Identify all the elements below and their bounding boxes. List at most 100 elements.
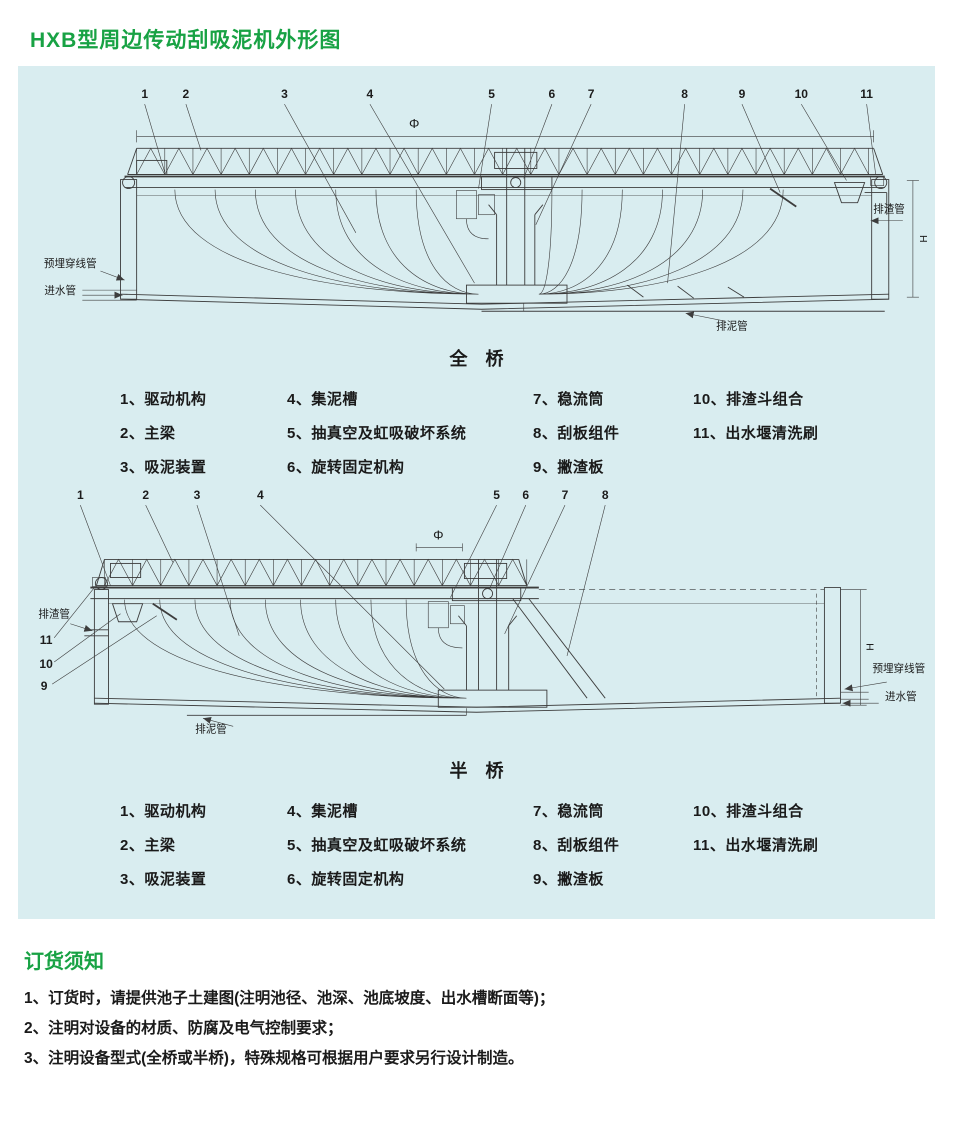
legend-item-1: 1、驱动机构 — [120, 391, 207, 409]
diameter-dimension: Φ — [136, 116, 874, 143]
inlet-pipe-text: 进水管 — [885, 691, 917, 704]
legend-item-9: 9、撇渣板 — [533, 870, 604, 888]
callout-11: 11 — [40, 633, 53, 647]
center-column-assembly — [456, 148, 568, 304]
drive-mechanism — [122, 159, 888, 190]
legend-item-8: 8、刮板组件 — [533, 836, 620, 854]
conduit-label: 预埋穿线管 — [44, 257, 125, 281]
legend-item-1: 1、驱动机构 — [120, 802, 207, 820]
tank-walls — [93, 587, 841, 714]
callout-2: 2 — [183, 87, 190, 101]
order-notes: 1、订货时，请提供池子土建图(注明池径、池深、池底坡度、出水槽断面等)； 2、注… — [24, 984, 953, 1074]
full-bridge-drawing: 1 2 3 4 5 6 7 8 9 10 11 — [44, 87, 929, 332]
callout-10: 10 — [795, 87, 809, 101]
callout-4: 4 — [257, 488, 264, 502]
half-bridge-caption: 半桥 — [449, 760, 522, 781]
diameter-label: Φ — [433, 528, 443, 543]
callout-1: 1 — [141, 87, 148, 101]
bridge-deck — [124, 175, 885, 189]
full-bridge-caption: 全桥 — [449, 349, 522, 370]
legend-column-4: 10、排渣斗组合 11、出水堰清洗刷 — [693, 383, 933, 485]
height-dimension: H — [840, 589, 877, 706]
legend-item-3: 3、吸泥装置 — [120, 459, 207, 477]
height-text: H — [918, 235, 929, 243]
page-title: HXB型周边传动刮吸泥机外形图 — [30, 29, 342, 52]
callout-7: 7 — [588, 87, 595, 101]
weir-brush — [870, 176, 885, 186]
legend-item-10: 10、排渣斗组合 — [693, 391, 804, 409]
diameter-dimension: Φ — [415, 528, 463, 552]
sludge-pipe-label: 排泥管 — [186, 708, 467, 736]
callout-5: 5 — [488, 87, 495, 101]
legend-item-5: 5、抽真空及虹吸破坏系统 — [287, 425, 467, 443]
legend-item-6: 6、旋转固定机构 — [287, 459, 405, 477]
diameter-label: Φ — [409, 116, 419, 131]
legend-item-3: 3、吸泥装置 — [120, 870, 207, 888]
height-text: H — [865, 643, 877, 651]
inlet-pipe-label: 进水管 — [840, 691, 917, 708]
legend-item-4: 4、集泥槽 — [287, 391, 358, 409]
sludge-pipe-label: 排泥管 — [481, 303, 885, 332]
center-column-assembly — [427, 559, 548, 709]
callout-3: 3 — [281, 87, 288, 101]
legend-item-11: 11、出水堰清洗刷 — [693, 425, 819, 443]
bridge-truss — [95, 559, 528, 587]
callout-1: 1 — [77, 488, 84, 502]
slag-pipe-text: 排渣管 — [38, 608, 70, 621]
callout-8: 8 — [602, 488, 609, 502]
scraper-blades — [627, 284, 745, 299]
height-dimension: H — [906, 180, 929, 298]
callout-6: 6 — [549, 87, 556, 101]
suction-pipes — [124, 600, 467, 699]
legend-item-5: 5、抽真空及虹吸破坏系统 — [287, 836, 467, 854]
callout-numbers: 1 2 3 4 5 6 7 8 9 10 11 — [141, 87, 876, 284]
legend-item-7: 7、稳流筒 — [533, 391, 604, 409]
callout-5: 5 — [493, 488, 500, 502]
conduit-label: 预埋穿线管 — [844, 662, 925, 692]
inlet-pipe-text: 进水管 — [44, 284, 76, 297]
scum-board — [769, 187, 797, 208]
callout-6: 6 — [522, 488, 529, 502]
suction-pipes — [174, 189, 784, 295]
callout-numbers: 1 2 3 4 5 6 7 8 — [77, 488, 609, 690]
legend-item-8: 8、刮板组件 — [533, 425, 620, 443]
legend-item-11: 11、出水堰清洗刷 — [693, 836, 819, 854]
legend-item-2: 2、主梁 — [120, 425, 176, 443]
legend-column-3: 7、稳流筒 8、刮板组件 9、撇渣板 — [533, 795, 693, 897]
legend-column-1: 1、驱动机构 2、主梁 3、吸泥装置 — [120, 383, 287, 485]
legend-item-9: 9、撇渣板 — [533, 459, 604, 477]
weir-brush — [92, 577, 106, 588]
legend-item-7: 7、稳流筒 — [533, 802, 604, 820]
full-bridge-legend: 1、驱动机构 2、主梁 3、吸泥装置 4、集泥槽 5、抽真空及虹吸破坏系统 6、… — [120, 383, 933, 485]
callout-4: 4 — [367, 87, 374, 101]
sludge-pipe-text: 排泥管 — [195, 723, 227, 736]
tank-walls — [120, 179, 890, 310]
order-note-3: 3、注明设备型式(全桥或半桥)，特殊规格可根据用户要求另行设计制造。 — [24, 1049, 524, 1067]
legend-item-4: 4、集泥槽 — [287, 802, 358, 820]
diagram-panel: 1 2 3 4 5 6 7 8 9 10 11 — [18, 66, 935, 919]
legend-column-3: 7、稳流筒 8、刮板组件 9、撇渣板 — [533, 383, 693, 485]
slag-pipe-text: 排渣管 — [873, 203, 905, 216]
half-bridge-legend: 1、驱动机构 2、主梁 3、吸泥装置 4、集泥槽 5、抽真空及虹吸破坏系统 6、… — [120, 795, 933, 897]
half-bridge-drawing: 1 2 3 4 5 6 7 8 Φ — [38, 488, 925, 736]
legend-column-1: 1、驱动机构 2、主梁 3、吸泥装置 — [120, 795, 287, 897]
callout-11: 11 — [860, 87, 873, 101]
legend-item-6: 6、旋转固定机构 — [287, 870, 405, 888]
conduit-text: 预埋穿线管 — [872, 662, 925, 675]
left-labels: 排渣管 11 10 9 — [38, 587, 157, 694]
scraper-arm — [512, 598, 606, 699]
legend-item-2: 2、主梁 — [120, 836, 176, 854]
slag-pipe-label: 排渣管 — [870, 203, 905, 225]
callout-10: 10 — [39, 657, 53, 671]
callout-9: 9 — [41, 680, 48, 694]
order-notice-heading: 订货须知 — [24, 950, 104, 973]
conduit-text: 预埋穿线管 — [44, 257, 97, 270]
sludge-pipe-text: 排泥管 — [716, 319, 748, 332]
scum-board — [152, 603, 178, 621]
bridge-deck — [90, 587, 539, 600]
legend-column-2: 4、集泥槽 5、抽真空及虹吸破坏系统 6、旋转固定机构 — [287, 795, 533, 897]
inlet-pipe-label: 进水管 — [44, 284, 137, 301]
legend-column-4: 10、排渣斗组合 11、出水堰清洗刷 — [693, 795, 933, 897]
order-note-1: 1、订货时，请提供池子土建图(注明池径、池深、池底坡度、出水槽断面等)； — [24, 989, 555, 1007]
legend-item-10: 10、排渣斗组合 — [693, 802, 804, 820]
